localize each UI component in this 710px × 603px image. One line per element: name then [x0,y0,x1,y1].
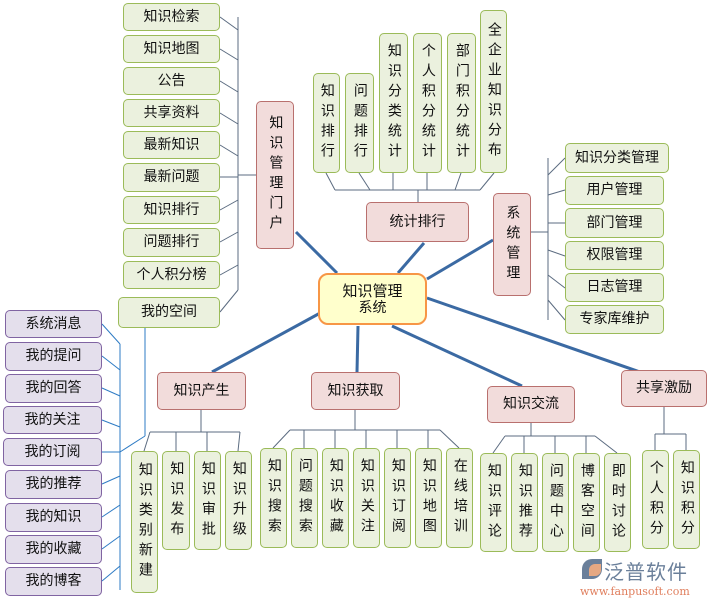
exchange-item[interactable]: 博客空间 [573,453,600,552]
logo-url: www.fanpusoft.com [580,585,690,598]
logo-name: 泛普软件 [604,560,688,584]
sysadmin-item[interactable]: 专家库维护 [565,305,664,334]
center-line1: 知识管理 [342,281,403,300]
portal-item[interactable]: 个人积分榜 [123,261,220,289]
portal-item[interactable]: 问题排行 [123,228,220,257]
produce-node[interactable]: 知识产生 [157,372,246,410]
acquire-item[interactable]: 在线培训 [446,448,473,548]
incentive-node[interactable]: 共享激励 [621,370,707,407]
acquire-item[interactable]: 知识搜索 [260,448,287,548]
acquire-item[interactable]: 知识关注 [353,448,380,548]
myspace-item[interactable]: 我的提问 [5,342,102,371]
produce-item[interactable]: 知识发布 [162,451,190,550]
myspace-item[interactable]: 我的知识 [5,503,102,532]
portal-item[interactable]: 知识排行 [123,196,220,224]
stats-item[interactable]: 个人积分统计 [413,33,442,173]
portal-item[interactable]: 最新知识 [123,131,220,159]
acquire-item[interactable]: 问题搜索 [291,448,318,548]
exchange-node[interactable]: 知识交流 [487,386,575,423]
acquire-item[interactable]: 知识订阅 [384,448,411,548]
stats-item[interactable]: 全企业知识分布 [480,10,507,173]
portal-item[interactable]: 知识检索 [123,3,220,31]
central-topic[interactable]: 知识管理系统 [318,273,427,325]
acquire-node[interactable]: 知识获取 [311,372,400,410]
myspace-item[interactable]: 我的博客 [5,567,102,596]
incentive-item[interactable]: 个人积分 [642,450,669,549]
exchange-item[interactable]: 问题中心 [542,453,569,552]
portal-node[interactable]: 知识管理门户 [256,101,294,249]
sysadmin-item[interactable]: 部门管理 [565,208,664,238]
myspace-item[interactable]: 我的收藏 [5,535,102,564]
sysadmin-item[interactable]: 知识分类管理 [565,143,669,173]
myspace-item[interactable]: 我的订阅 [3,438,102,466]
stats-item[interactable]: 知识排行 [313,73,340,173]
myspace-item[interactable]: 系统消息 [5,310,102,338]
portal-item[interactable]: 公告 [123,67,220,95]
portal-item[interactable]: 知识地图 [123,35,220,63]
myspace-item[interactable]: 我的推荐 [5,470,102,499]
logo-mark-accent [589,564,601,576]
exchange-item[interactable]: 知识推荐 [511,453,538,552]
acquire-item[interactable]: 知识地图 [415,448,442,548]
portal-item[interactable]: 最新问题 [123,163,220,192]
sysadmin-node[interactable]: 系统管理 [493,193,531,296]
produce-item[interactable]: 知识升级 [225,451,252,550]
myspace-branches [101,323,146,590]
sub-branches [143,16,687,454]
portal-item-my-space[interactable]: 我的空间 [118,297,220,328]
main-branches [211,230,641,388]
stats-item[interactable]: 部门积分统计 [447,33,476,173]
incentive-item[interactable]: 知识积分 [673,450,700,549]
exchange-item[interactable]: 即时讨论 [604,453,631,552]
center-line2: 系统 [358,299,387,316]
myspace-item[interactable]: 我的回答 [5,374,102,403]
fanpusoft-logo: 泛普软件 www.fanpusoft.com [580,556,705,598]
produce-item[interactable]: 知识类别新建 [131,451,158,593]
acquire-item[interactable]: 知识收藏 [322,448,349,548]
portal-item[interactable]: 共享资料 [123,99,220,127]
stats-node[interactable]: 统计排行 [366,202,469,242]
sysadmin-item[interactable]: 用户管理 [565,176,664,205]
myspace-item[interactable]: 我的关注 [3,406,102,434]
stats-item[interactable]: 问题排行 [345,73,374,173]
exchange-item[interactable]: 知识评论 [480,453,507,552]
sysadmin-item[interactable]: 日志管理 [565,273,664,302]
sysadmin-item[interactable]: 权限管理 [565,241,664,270]
stats-item[interactable]: 知识分类统计 [379,33,408,173]
produce-item[interactable]: 知识审批 [194,451,221,550]
